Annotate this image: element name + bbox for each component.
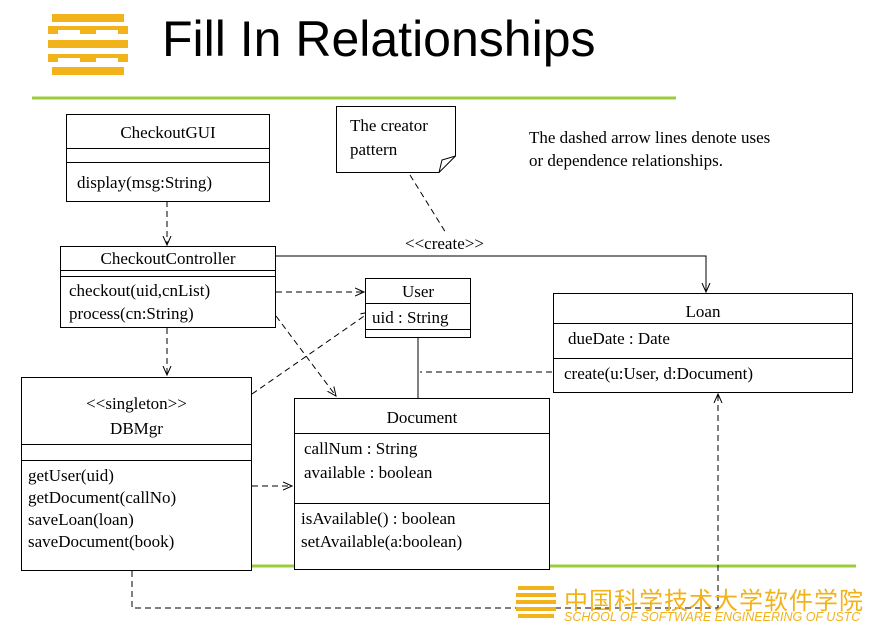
class-name-section: CheckoutController bbox=[61, 247, 275, 271]
attributes-section: dueDate : Date bbox=[554, 324, 852, 359]
page-title: Fill In Relationships bbox=[162, 11, 596, 67]
caption-line2: or dependence relationships. bbox=[529, 151, 724, 170]
creator-note-shape bbox=[336, 106, 456, 173]
operation: saveDocument(book) bbox=[28, 532, 175, 551]
class-name-section: User bbox=[366, 279, 470, 304]
operation: setAvailable(a:boolean) bbox=[301, 532, 463, 551]
class-name-section: Loan bbox=[554, 294, 852, 324]
class-stereotype: <<singleton>> bbox=[86, 394, 187, 413]
attribute: available : boolean bbox=[304, 463, 433, 482]
class-checkout-controller: CheckoutController checkout(uid,cnList) … bbox=[60, 246, 276, 328]
controller-document-arrow bbox=[275, 315, 336, 396]
attributes-section: uid : String bbox=[366, 304, 470, 330]
class-name-section: CheckoutGUI bbox=[67, 115, 269, 149]
class-name: Document bbox=[386, 408, 458, 427]
class-name: User bbox=[401, 282, 435, 301]
caption-line1: The dashed arrow lines denote uses bbox=[529, 128, 771, 147]
creator-note-line1: The creator bbox=[350, 116, 428, 135]
note-dependency-line bbox=[409, 174, 447, 234]
attributes-section bbox=[61, 271, 275, 277]
class-user: User uid : String bbox=[365, 278, 471, 338]
class-name: DBMgr bbox=[110, 419, 163, 438]
dbmgr-user-arrow bbox=[251, 312, 370, 395]
class-name: CheckoutGUI bbox=[120, 123, 216, 142]
operations-section: create(u:User, d:Document) bbox=[554, 359, 852, 392]
class-checkout-gui: CheckoutGUI display(msg:String) bbox=[66, 114, 270, 202]
attribute: callNum : String bbox=[304, 439, 418, 458]
class-name: CheckoutController bbox=[100, 249, 236, 268]
school-name-english: SCHOOL OF SOFTWARE ENGINEERING OF USTC bbox=[564, 610, 861, 624]
controller-loan-create-arrow bbox=[276, 255, 706, 292]
attribute: dueDate : Date bbox=[568, 329, 670, 348]
operation: display(msg:String) bbox=[77, 173, 213, 192]
class-name-section: Document bbox=[295, 399, 549, 434]
attribute: uid : String bbox=[372, 308, 449, 327]
creator-note-line2: pattern bbox=[350, 140, 398, 159]
operation: process(cn:String) bbox=[69, 304, 194, 323]
operation: checkout(uid,cnList) bbox=[69, 281, 211, 300]
class-name: Loan bbox=[685, 302, 721, 321]
operation: isAvailable() : boolean bbox=[301, 509, 456, 528]
attributes-section: callNum : String available : boolean bbox=[295, 434, 549, 504]
operation: saveLoan(loan) bbox=[28, 510, 134, 529]
create-stereotype-label: <<create>> bbox=[405, 234, 484, 253]
operations-section bbox=[366, 330, 470, 337]
school-name-chinese: 中国科学技术大学软件学院 bbox=[564, 587, 864, 615]
operation: getUser(uid) bbox=[28, 466, 114, 485]
class-name-section: <<singleton>> DBMgr bbox=[22, 378, 251, 445]
operation: getDocument(callNo) bbox=[28, 488, 177, 507]
class-document: Document callNum : String available : bo… bbox=[294, 398, 550, 570]
operations-section: getUser(uid) getDocument(callNo) saveLoa… bbox=[22, 461, 251, 570]
class-loan: Loan dueDate : Date create(u:User, d:Doc… bbox=[553, 293, 853, 393]
attributes-section bbox=[67, 149, 269, 163]
operations-section: display(msg:String) bbox=[67, 163, 269, 201]
dbmgr-loan-arrow bbox=[131, 394, 718, 609]
operations-section: checkout(uid,cnList) process(cn:String) bbox=[61, 277, 275, 327]
operation: create(u:User, d:Document) bbox=[564, 364, 754, 383]
ustc-logo bbox=[48, 14, 128, 75]
operations-section: isAvailable() : boolean setAvailable(a:b… bbox=[295, 504, 549, 569]
attributes-section bbox=[22, 445, 251, 461]
ustc-footer-logo bbox=[516, 586, 556, 618]
class-dbmgr: <<singleton>> DBMgr getUser(uid) getDocu… bbox=[21, 377, 252, 571]
